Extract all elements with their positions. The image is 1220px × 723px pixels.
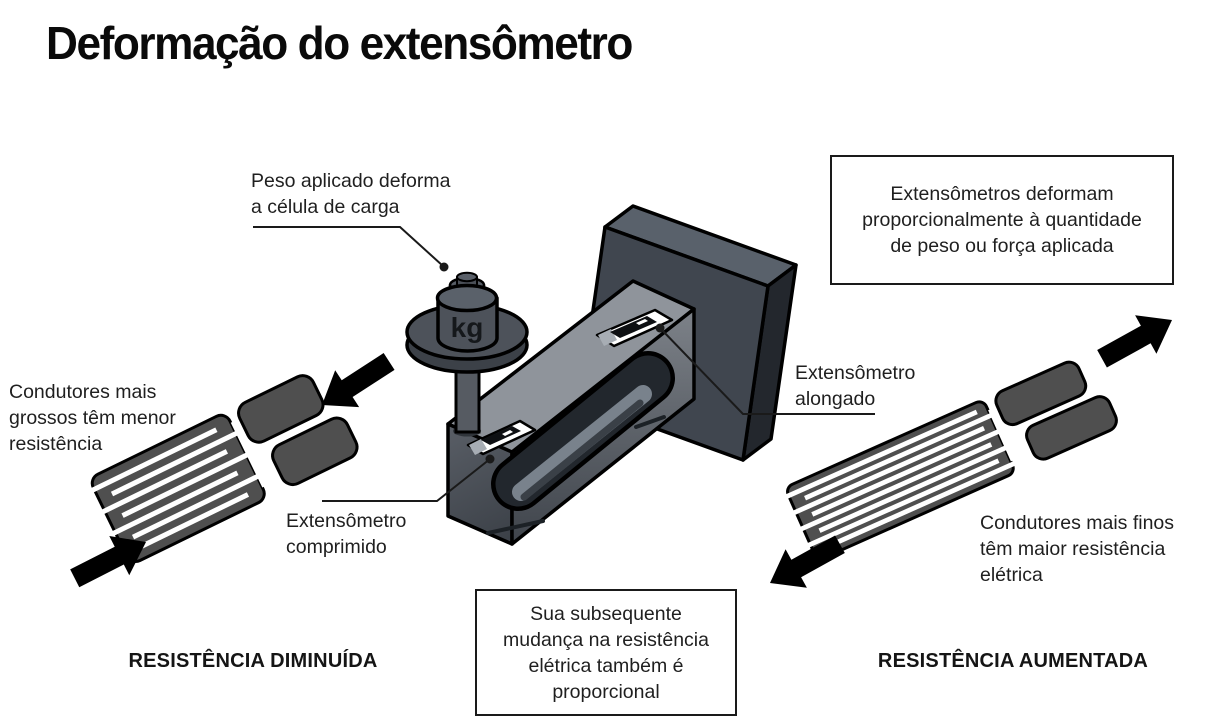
left-conductors-label: Condutores mais grossos têm menor resist… xyxy=(9,381,176,455)
gauge-elongated-label: Extensômetro alongado xyxy=(795,362,916,410)
solder-tab xyxy=(271,416,359,487)
leader-weight-callout xyxy=(253,226,444,267)
dumbbell-cutout xyxy=(486,351,675,535)
solder-tab xyxy=(1025,395,1118,461)
weight-callout-label: Peso aplicado deforma a célula de carga xyxy=(251,170,451,218)
weight-kg: kg xyxy=(405,271,529,374)
compression-arrow-top xyxy=(310,342,402,424)
right-conductors-label: Condutores mais finos têm maior resistên… xyxy=(980,512,1175,586)
right-gauge-illustration xyxy=(783,360,1118,560)
solder-tab xyxy=(994,360,1088,427)
leader-elongated xyxy=(659,327,875,415)
leader-dot xyxy=(485,454,495,464)
leader-lines xyxy=(253,226,875,502)
serpentine-pattern-thick xyxy=(89,418,272,559)
info-box-proportional-deformation: Extensômetros deformam proporcionalmente… xyxy=(830,155,1174,285)
caption-resistance-decreased: RESISTÊNCIA DIMINUÍDA xyxy=(128,650,378,672)
strain-gauge-elongated-chip xyxy=(595,308,674,348)
gauge-compressed-label: Extensômetro comprimido xyxy=(286,510,407,558)
info-box-resistance-change: Sua subsequente mudança na resistência e… xyxy=(475,589,737,716)
page-title: Deformação do extensômetro xyxy=(46,17,633,69)
tension-arrow-top xyxy=(1091,300,1183,379)
serpentine-pattern-thin xyxy=(783,406,1022,550)
leader-dot xyxy=(655,323,665,333)
load-cell-bar xyxy=(446,279,696,546)
leader-dot xyxy=(439,262,449,272)
left-gauge-illustration xyxy=(89,374,359,563)
weight-unit-label: kg xyxy=(451,312,484,343)
leader-compressed xyxy=(322,458,491,502)
solder-tab xyxy=(237,374,325,444)
strain-gauge-compressed-chip xyxy=(466,419,537,456)
caption-resistance-increased: RESISTÊNCIA AUMENTADA xyxy=(877,650,1149,672)
